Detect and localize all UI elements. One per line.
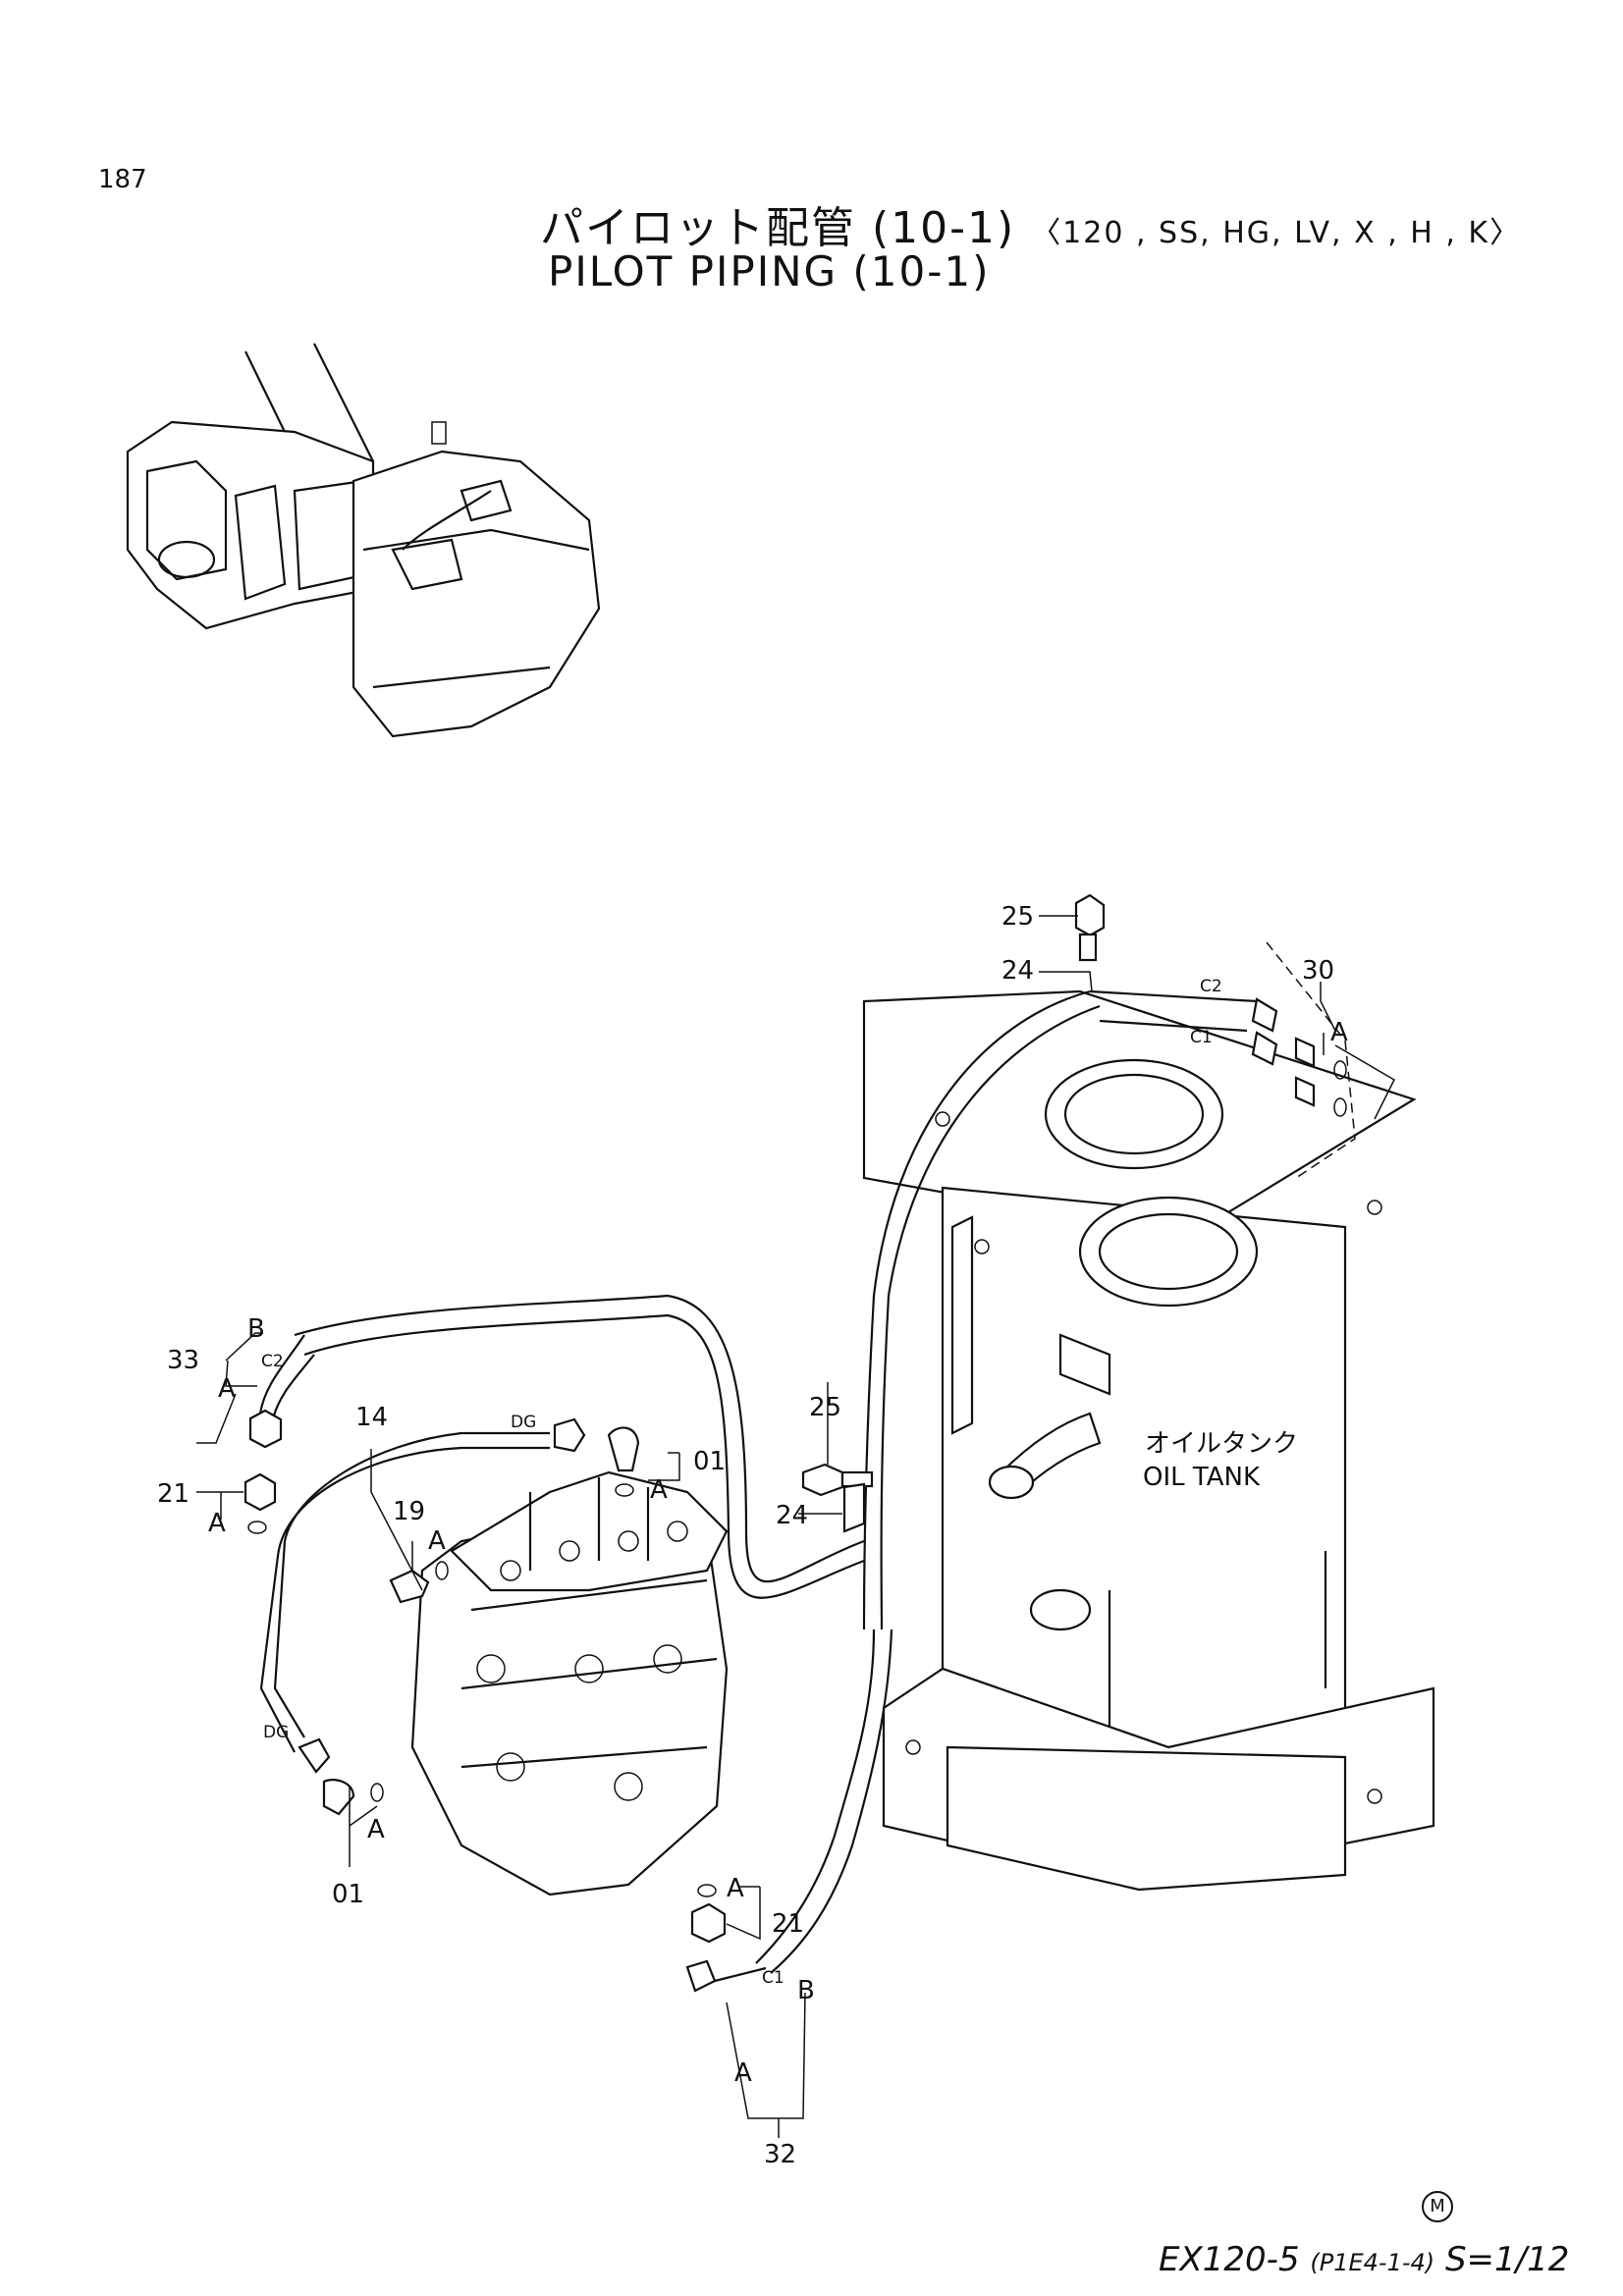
footer-model: EX120-5 [1159, 2240, 1300, 2279]
page-number: 187 [98, 165, 147, 194]
callout-part-33: 33 [167, 1346, 199, 1375]
callout-part-21-left: 21 [157, 1479, 189, 1509]
hose-routing [258, 989, 1258, 1985]
hose-marker-dg-top: DG [511, 1413, 536, 1432]
revision-mark: M [1422, 2191, 1453, 2222]
hose-marker-b-33: B [247, 1314, 265, 1344]
tank-label-japanese: オイルタンク [1145, 1429, 1298, 1459]
tank-label-english: OIL TANK [1143, 1463, 1261, 1492]
hose-marker-c1-bottom: C1 [762, 1968, 784, 1988]
title-japanese-text: パイロット配管 (10-1) [540, 203, 1016, 253]
hose-marker-b-32: B [797, 1976, 815, 2005]
callout-part-24-mid: 24 [776, 1501, 808, 1530]
footer-ref: (P1E4-1-4) [1310, 2249, 1435, 2276]
callout-part-24-top: 24 [1001, 956, 1034, 986]
excavator-overview-illustration [126, 343, 601, 738]
callout-part-25-mid: 25 [809, 1393, 841, 1422]
page-title-japanese: パイロット配管 (10-1) 〈120 , SS, HG, LV, X , H … [540, 192, 1521, 255]
hose-marker-c2-top: C2 [1200, 977, 1222, 996]
oil-tank [862, 941, 1435, 1892]
hose-marker-a-21-left: A [208, 1509, 226, 1538]
hose-marker-a-21-bottom: A [727, 1874, 744, 1903]
model-variants: 〈120 , SS, HG, LV, X , H , K〉 [1031, 216, 1522, 250]
callout-leaders [196, 915, 1395, 2138]
page-title-english: PILOT PIPING (10-1) [548, 247, 991, 295]
callout-part-14: 14 [355, 1403, 388, 1432]
callout-part-21-bottom: 21 [772, 1909, 804, 1939]
hose-marker-c2-left: C2 [261, 1352, 284, 1371]
callout-part-01-bottom: 01 [332, 1880, 364, 1909]
callout-part-01-right: 01 [693, 1447, 726, 1476]
footer-reference: EX120-5 (P1E4-1-4) S=1/12 [1159, 2240, 1569, 2279]
callout-part-19: 19 [393, 1497, 425, 1526]
hose-marker-c1-top: C1 [1190, 1028, 1213, 1047]
callout-part-32: 32 [764, 2140, 796, 2169]
footer-sheet: S=1/12 [1444, 2240, 1570, 2279]
hose-marker-a-32: A [734, 2058, 752, 2088]
callout-part-30: 30 [1302, 956, 1334, 986]
hose-marker-a-01-bottom: A [367, 1815, 385, 1844]
control-valve [410, 1470, 729, 1896]
hose-marker-a-01-right: A [650, 1475, 668, 1505]
hose-marker-dg-bottom: DG [263, 1723, 289, 1742]
fittings [243, 893, 1347, 1993]
callout-part-25-top: 25 [1001, 902, 1034, 932]
hose-marker-a-33: A [218, 1374, 236, 1404]
hose-marker-a-19: A [428, 1526, 446, 1556]
hose-marker-a-30: A [1330, 1018, 1348, 1047]
